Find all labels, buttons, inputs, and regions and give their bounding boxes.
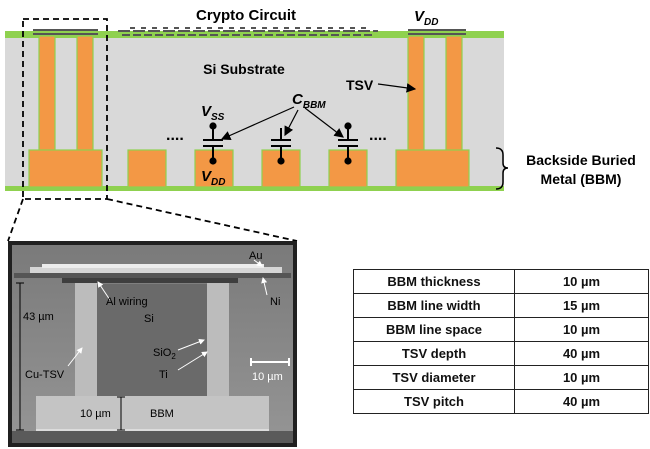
sem-label-ni: Ni <box>270 296 280 308</box>
param-name: BBM thickness <box>353 269 515 294</box>
sem-label-scale: 10 µm <box>252 371 283 383</box>
bbm-block <box>36 396 269 430</box>
sem-label-ti: Ti <box>159 369 168 381</box>
sem-dimensions <box>16 282 125 431</box>
table-row: BBM line space 10 µm <box>353 317 649 342</box>
bbm-label-line2: Metal (BBM) <box>541 171 622 187</box>
bbm-bracket <box>495 147 509 190</box>
bbm-label-line1: Backside Buried <box>526 152 636 168</box>
sem-label-si: Si <box>144 313 154 325</box>
param-name: TSV depth <box>353 341 515 366</box>
bottom-green-layer <box>5 186 504 191</box>
table-row: TSV diameter 10 µm <box>353 365 649 390</box>
substrate-label: Si Substrate <box>203 61 285 77</box>
param-value: 10 µm <box>514 365 649 390</box>
zoom-line-left <box>7 198 24 242</box>
left-tsv-structure <box>28 35 103 188</box>
sem-label-bbm-thickness: 10 µm <box>80 408 111 420</box>
param-name: TSV pitch <box>353 389 515 414</box>
zoom-selection-box <box>22 18 108 200</box>
crypto-circuit-wiring <box>33 27 466 36</box>
sem-arrows <box>67 259 268 371</box>
dots-left: .... <box>166 127 184 144</box>
sem-label-au: Au <box>249 250 262 262</box>
table-row: BBM thickness 10 µm <box>353 269 649 294</box>
param-name: TSV diameter <box>353 365 515 390</box>
bbm-line <box>127 149 167 188</box>
dots-right: .... <box>369 127 387 144</box>
table-row: TSV pitch 40 µm <box>353 389 649 414</box>
annotation-arrows <box>220 83 417 140</box>
crypto-circuit-label: Crypto Circuit <box>196 7 296 24</box>
param-value: 40 µm <box>514 341 649 366</box>
vdd-top-label: VDD <box>414 8 438 28</box>
vdd-bottom-label: VDD <box>201 168 225 188</box>
right-tsv-structure <box>395 35 470 188</box>
sem-label-al-wiring: Al wiring <box>106 296 148 308</box>
param-value: 10 µm <box>514 269 649 294</box>
capacitor-symbols <box>203 122 358 165</box>
sem-image <box>8 241 297 447</box>
param-name: BBM line width <box>353 293 515 318</box>
cu-tsv-left <box>75 283 97 398</box>
tsv-label: TSV <box>346 77 374 93</box>
sem-label-bbm: BBM <box>150 408 174 420</box>
sem-label-height: 43 µm <box>23 311 54 323</box>
cbbm-label: CBBM <box>292 91 326 111</box>
param-value: 40 µm <box>514 389 649 414</box>
param-name: BBM line space <box>353 317 515 342</box>
table-row: BBM line width 15 µm <box>353 293 649 318</box>
parameter-table: BBM thickness 10 µm BBM line width 15 µm… <box>353 269 649 414</box>
table-row: TSV depth 40 µm <box>353 341 649 366</box>
sem-label-sio2: SiO2 <box>153 347 176 361</box>
ni-layer <box>14 273 291 278</box>
param-value: 15 µm <box>514 293 649 318</box>
param-value: 10 µm <box>514 317 649 342</box>
vss-label: VSS <box>201 103 225 123</box>
cu-tsv-right <box>207 283 229 398</box>
sem-label-cu-tsv: Cu-TSV <box>25 369 65 381</box>
zoom-line-right <box>106 198 298 242</box>
au-layer <box>30 267 282 273</box>
